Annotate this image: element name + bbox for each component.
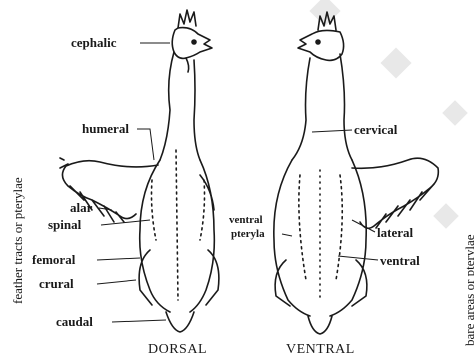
leader-ventral-pteryla: [282, 234, 292, 236]
ventral-eye: [316, 40, 320, 44]
dorsal-humeral-tract: [152, 180, 157, 240]
dorsal-tail: [166, 312, 194, 332]
leader-femoral: [97, 258, 140, 260]
leader-crural: [97, 280, 136, 284]
ventral-tract-left: [299, 175, 306, 280]
ventral-tail: [308, 316, 332, 334]
label-caudal: caudal: [56, 315, 93, 329]
label-crural: crural: [39, 277, 74, 291]
leader-spinal: [101, 220, 150, 225]
label-ventral-pteryla-line1: ventral: [229, 214, 263, 226]
dorsal-body-right: [190, 160, 214, 312]
dorsal-wattle: [186, 58, 189, 72]
left-side-label: feather tracts or pterylae: [10, 177, 26, 304]
ventral-tract-right: [336, 175, 342, 280]
dorsal-neck-left: [160, 52, 174, 160]
leader-humeral: [137, 129, 154, 160]
ventral-body-left: [274, 160, 310, 316]
dorsal-humeral-tract-right: [200, 180, 205, 240]
ventral-wing-feathers: [376, 184, 434, 228]
leader-cervical: [312, 130, 352, 132]
dorsal-comb: [178, 10, 196, 28]
label-cervical: cervical: [354, 123, 397, 137]
dorsal-spinal-tract: [176, 150, 178, 300]
label-humeral: humeral: [82, 122, 129, 136]
label-alar: alar: [70, 201, 92, 215]
leader-caudal: [112, 320, 166, 322]
label-ventral-pteryla-line2: pteryla: [231, 228, 265, 240]
ventral-bird: [274, 12, 439, 334]
label-spinal: spinal: [48, 218, 81, 232]
ventral-body-right: [330, 160, 366, 316]
ventral-neck-left: [292, 58, 310, 160]
label-femoral: femoral: [32, 253, 75, 267]
ventral-neck-right: [340, 54, 352, 160]
ventral-head: [298, 30, 344, 60]
leader-lateral: [352, 220, 375, 232]
label-cephalic: cephalic: [71, 36, 117, 50]
caption-ventral: VENTRAL: [286, 343, 355, 357]
dorsal-bird: [60, 10, 219, 332]
right-side-label: bare areas or pterylae: [462, 234, 474, 346]
watermark-diamonds: [309, 0, 467, 229]
label-lateral: lateral: [377, 226, 413, 240]
leader-ventral: [338, 256, 378, 260]
label-ventral: ventral: [380, 254, 420, 268]
dorsal-neck-right: [194, 60, 200, 160]
dorsal-eye: [192, 40, 196, 44]
caption-dorsal: DORSAL: [148, 343, 207, 357]
dorsal-right-leg: [206, 250, 219, 305]
